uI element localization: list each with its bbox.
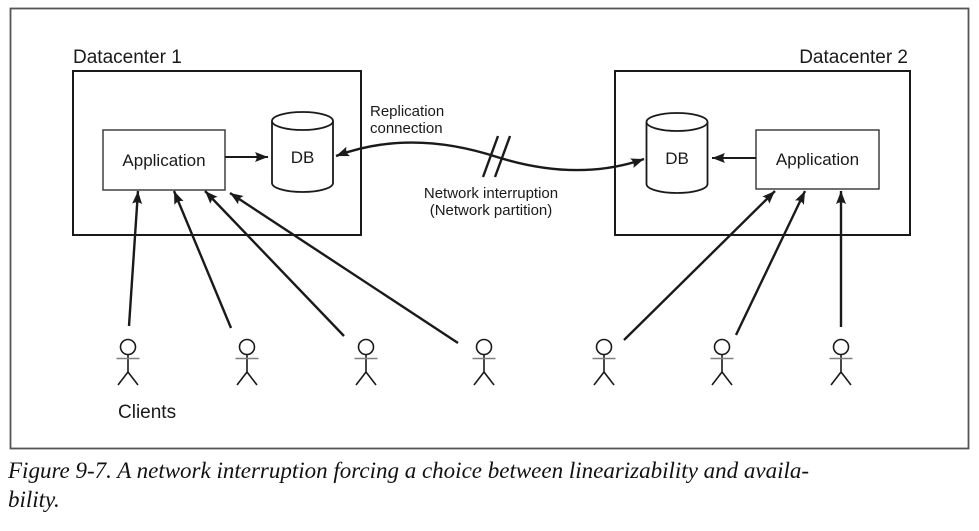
client3-arrow [204, 190, 345, 337]
figure-caption-line2: bility. [8, 487, 60, 513]
client-request-arrows [127, 190, 846, 345]
client1-arrow [127, 190, 143, 327]
network-interruption-label-line2: (Network partition) [430, 202, 553, 219]
replication-label-line2: connection [370, 120, 443, 137]
network-partition-diagram: Datacenter 1 Datacenter 2 Application DB… [9, 7, 970, 450]
application1-box [102, 129, 226, 191]
client4-arrow [229, 191, 459, 345]
client2-arrow [172, 190, 233, 329]
application1-label: Application [122, 151, 205, 170]
datacenter1-label: Datacenter 1 [73, 47, 182, 68]
client6-arrow [734, 190, 807, 336]
clients-label: Clients [118, 402, 176, 423]
db1-cylinder-icon [271, 111, 334, 193]
figure-caption-line1: Figure 9-7. A network interruption forci… [8, 458, 810, 483]
datacenter2-label: Datacenter 2 [799, 47, 908, 68]
client5-arrow [623, 190, 776, 341]
db2-cylinder-icon [645, 112, 709, 194]
db1-label: DB [291, 148, 315, 167]
application2-box [755, 129, 880, 190]
figure-caption: Figure 9-7. A network interruption forci… [0, 450, 979, 515]
network-interruption-label-line1: Network interruption [424, 185, 558, 202]
replication-connection-arrow [335, 141, 645, 172]
application2-label: Application [776, 150, 859, 169]
network-break-slashes-icon [481, 135, 512, 178]
db2-label: DB [665, 149, 689, 168]
replication-label-line1: Replication [370, 103, 444, 120]
